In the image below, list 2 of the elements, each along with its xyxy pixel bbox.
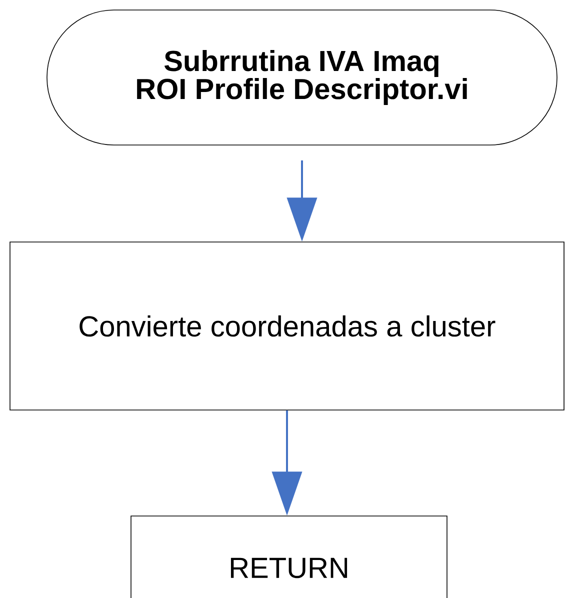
process-box: RETURN	[130, 516, 448, 598]
process-box: Convierte coordenadas a cluster	[10, 242, 564, 410]
